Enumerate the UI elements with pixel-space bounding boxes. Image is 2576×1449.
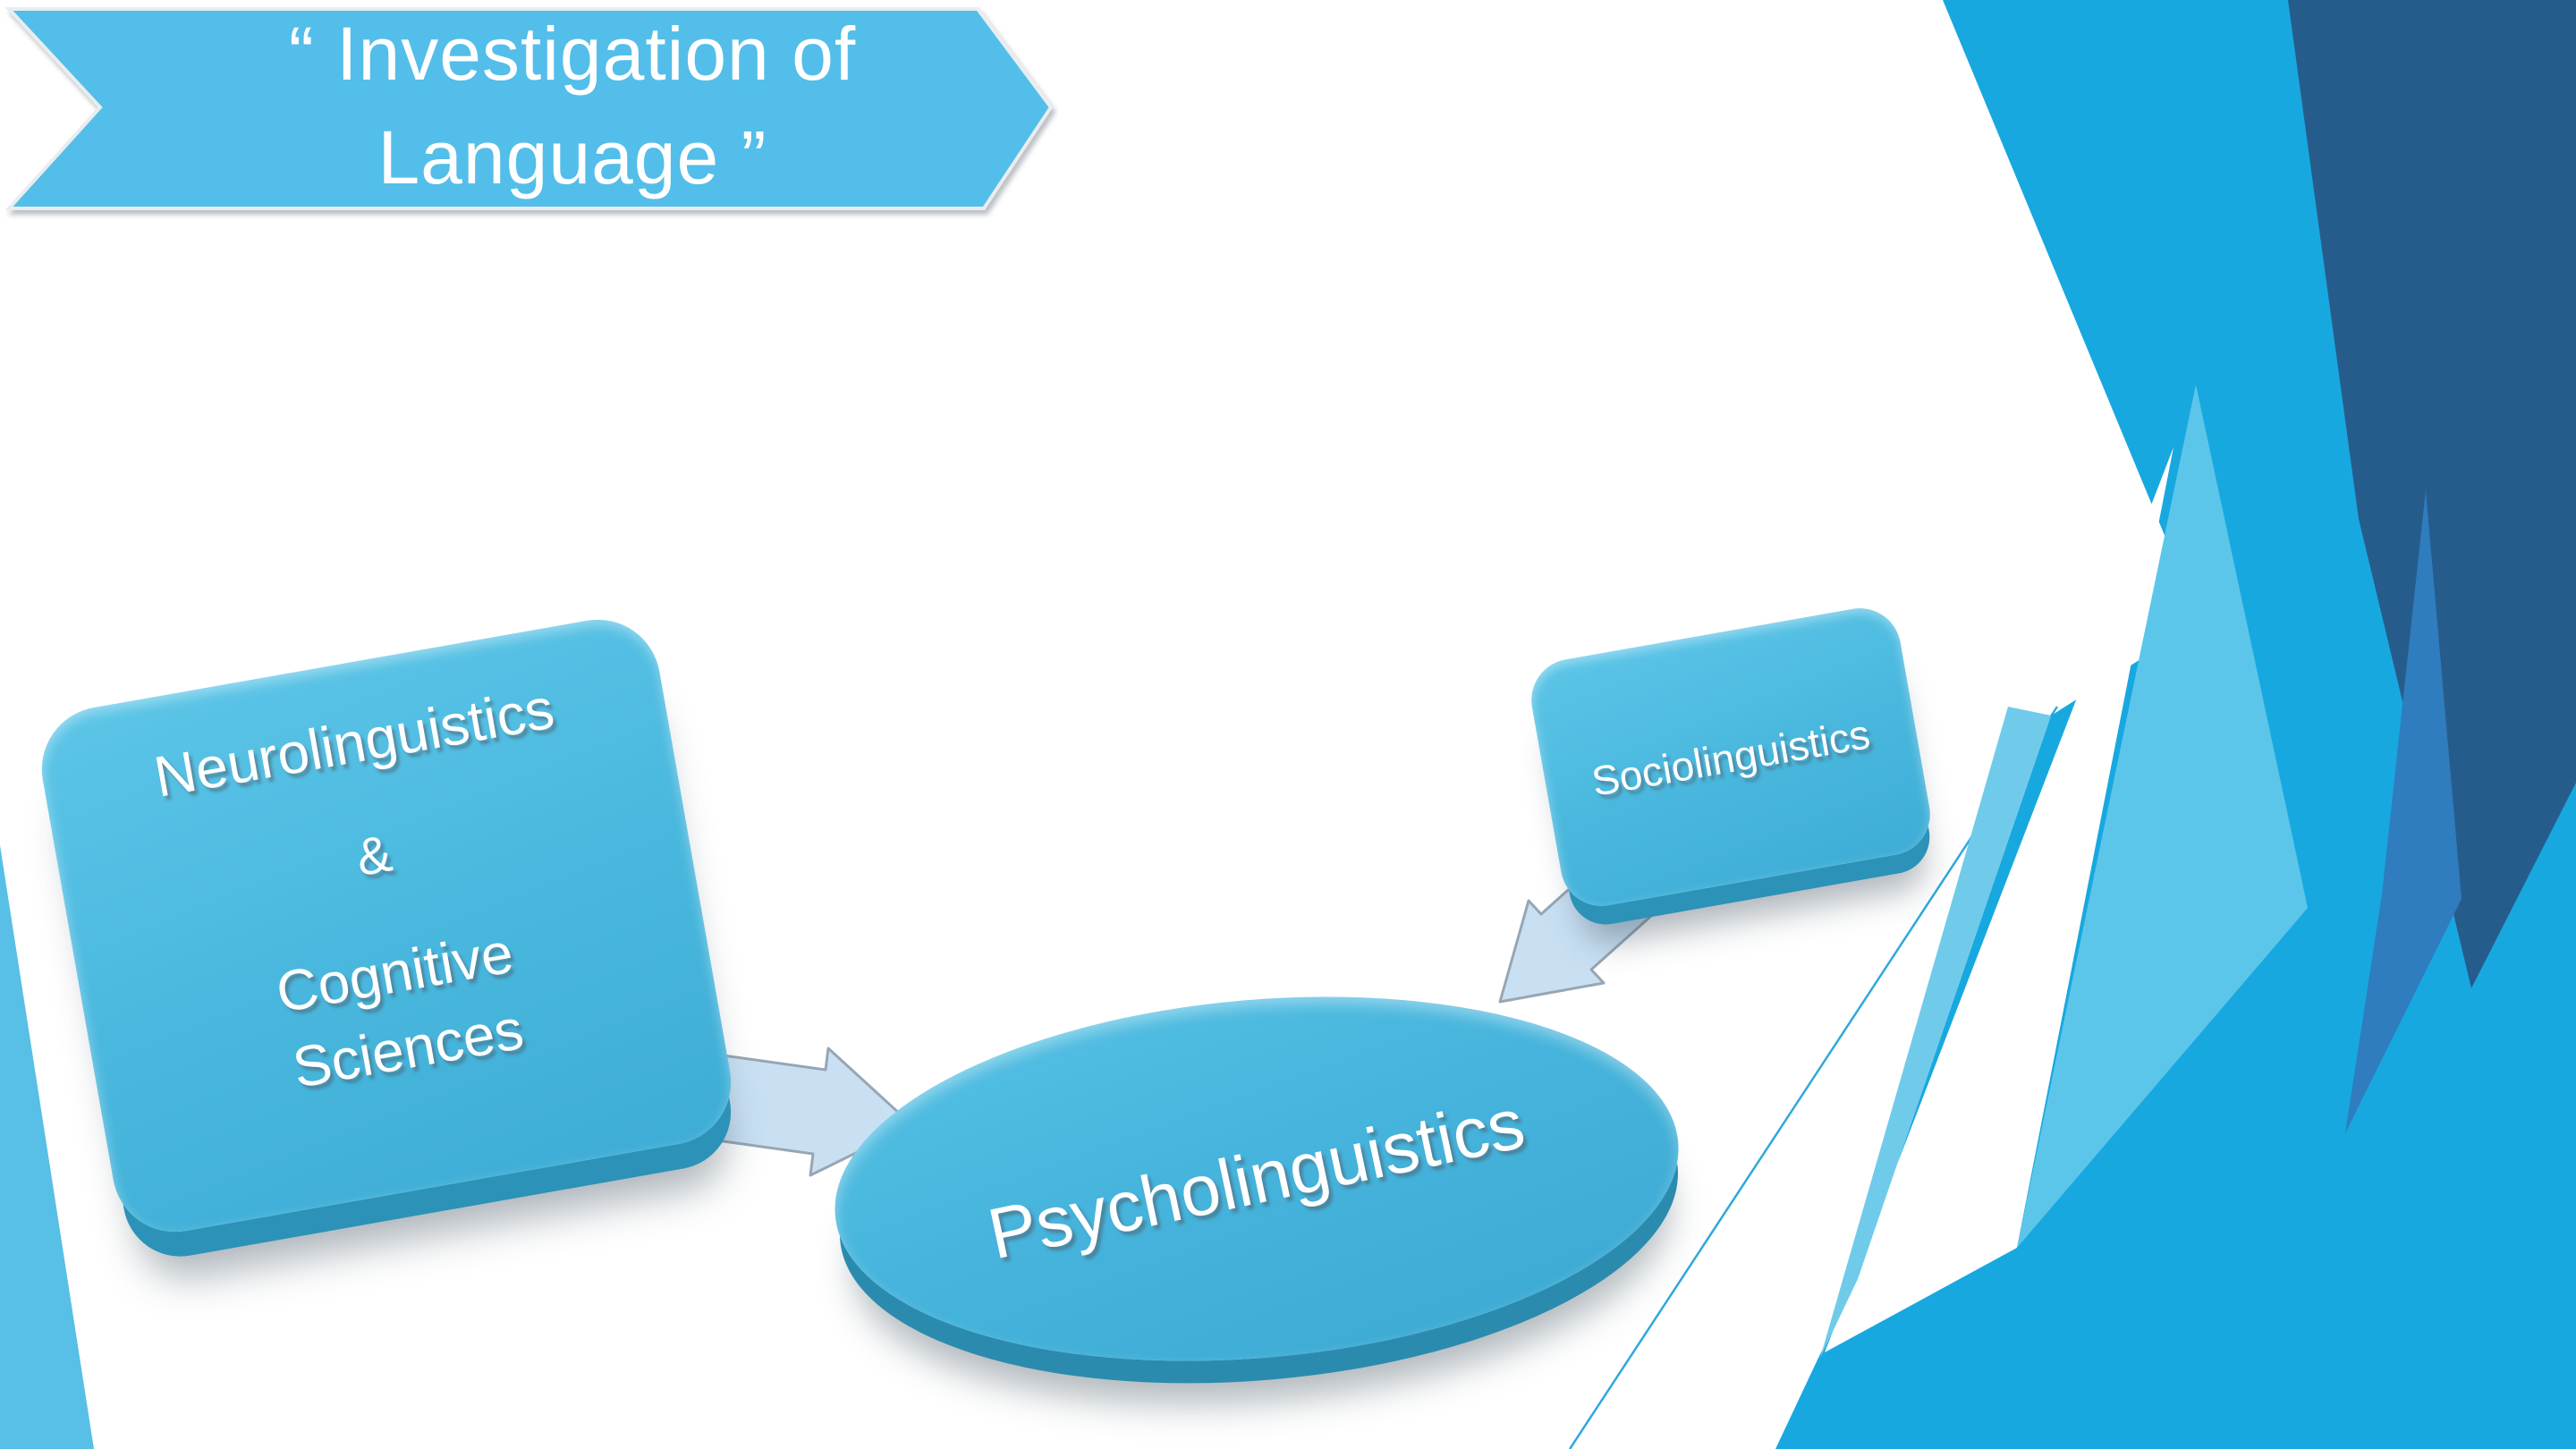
facet-light-triangle	[2017, 385, 2308, 1248]
facet-medium-kite	[2345, 490, 2462, 1133]
facet-light-sliver	[1820, 707, 2051, 1358]
title-banner-chevron	[4, 7, 1054, 210]
facet-navy	[2288, 0, 2576, 988]
slide-title-line1: “ Investigation of	[288, 12, 857, 97]
slide-title: “ Investigation of Language ”	[134, 5, 1011, 208]
slide-title-line2: Language ”	[377, 115, 767, 199]
facet-left-wedge	[0, 845, 94, 1449]
facet-white-wedge	[1825, 447, 2174, 1352]
